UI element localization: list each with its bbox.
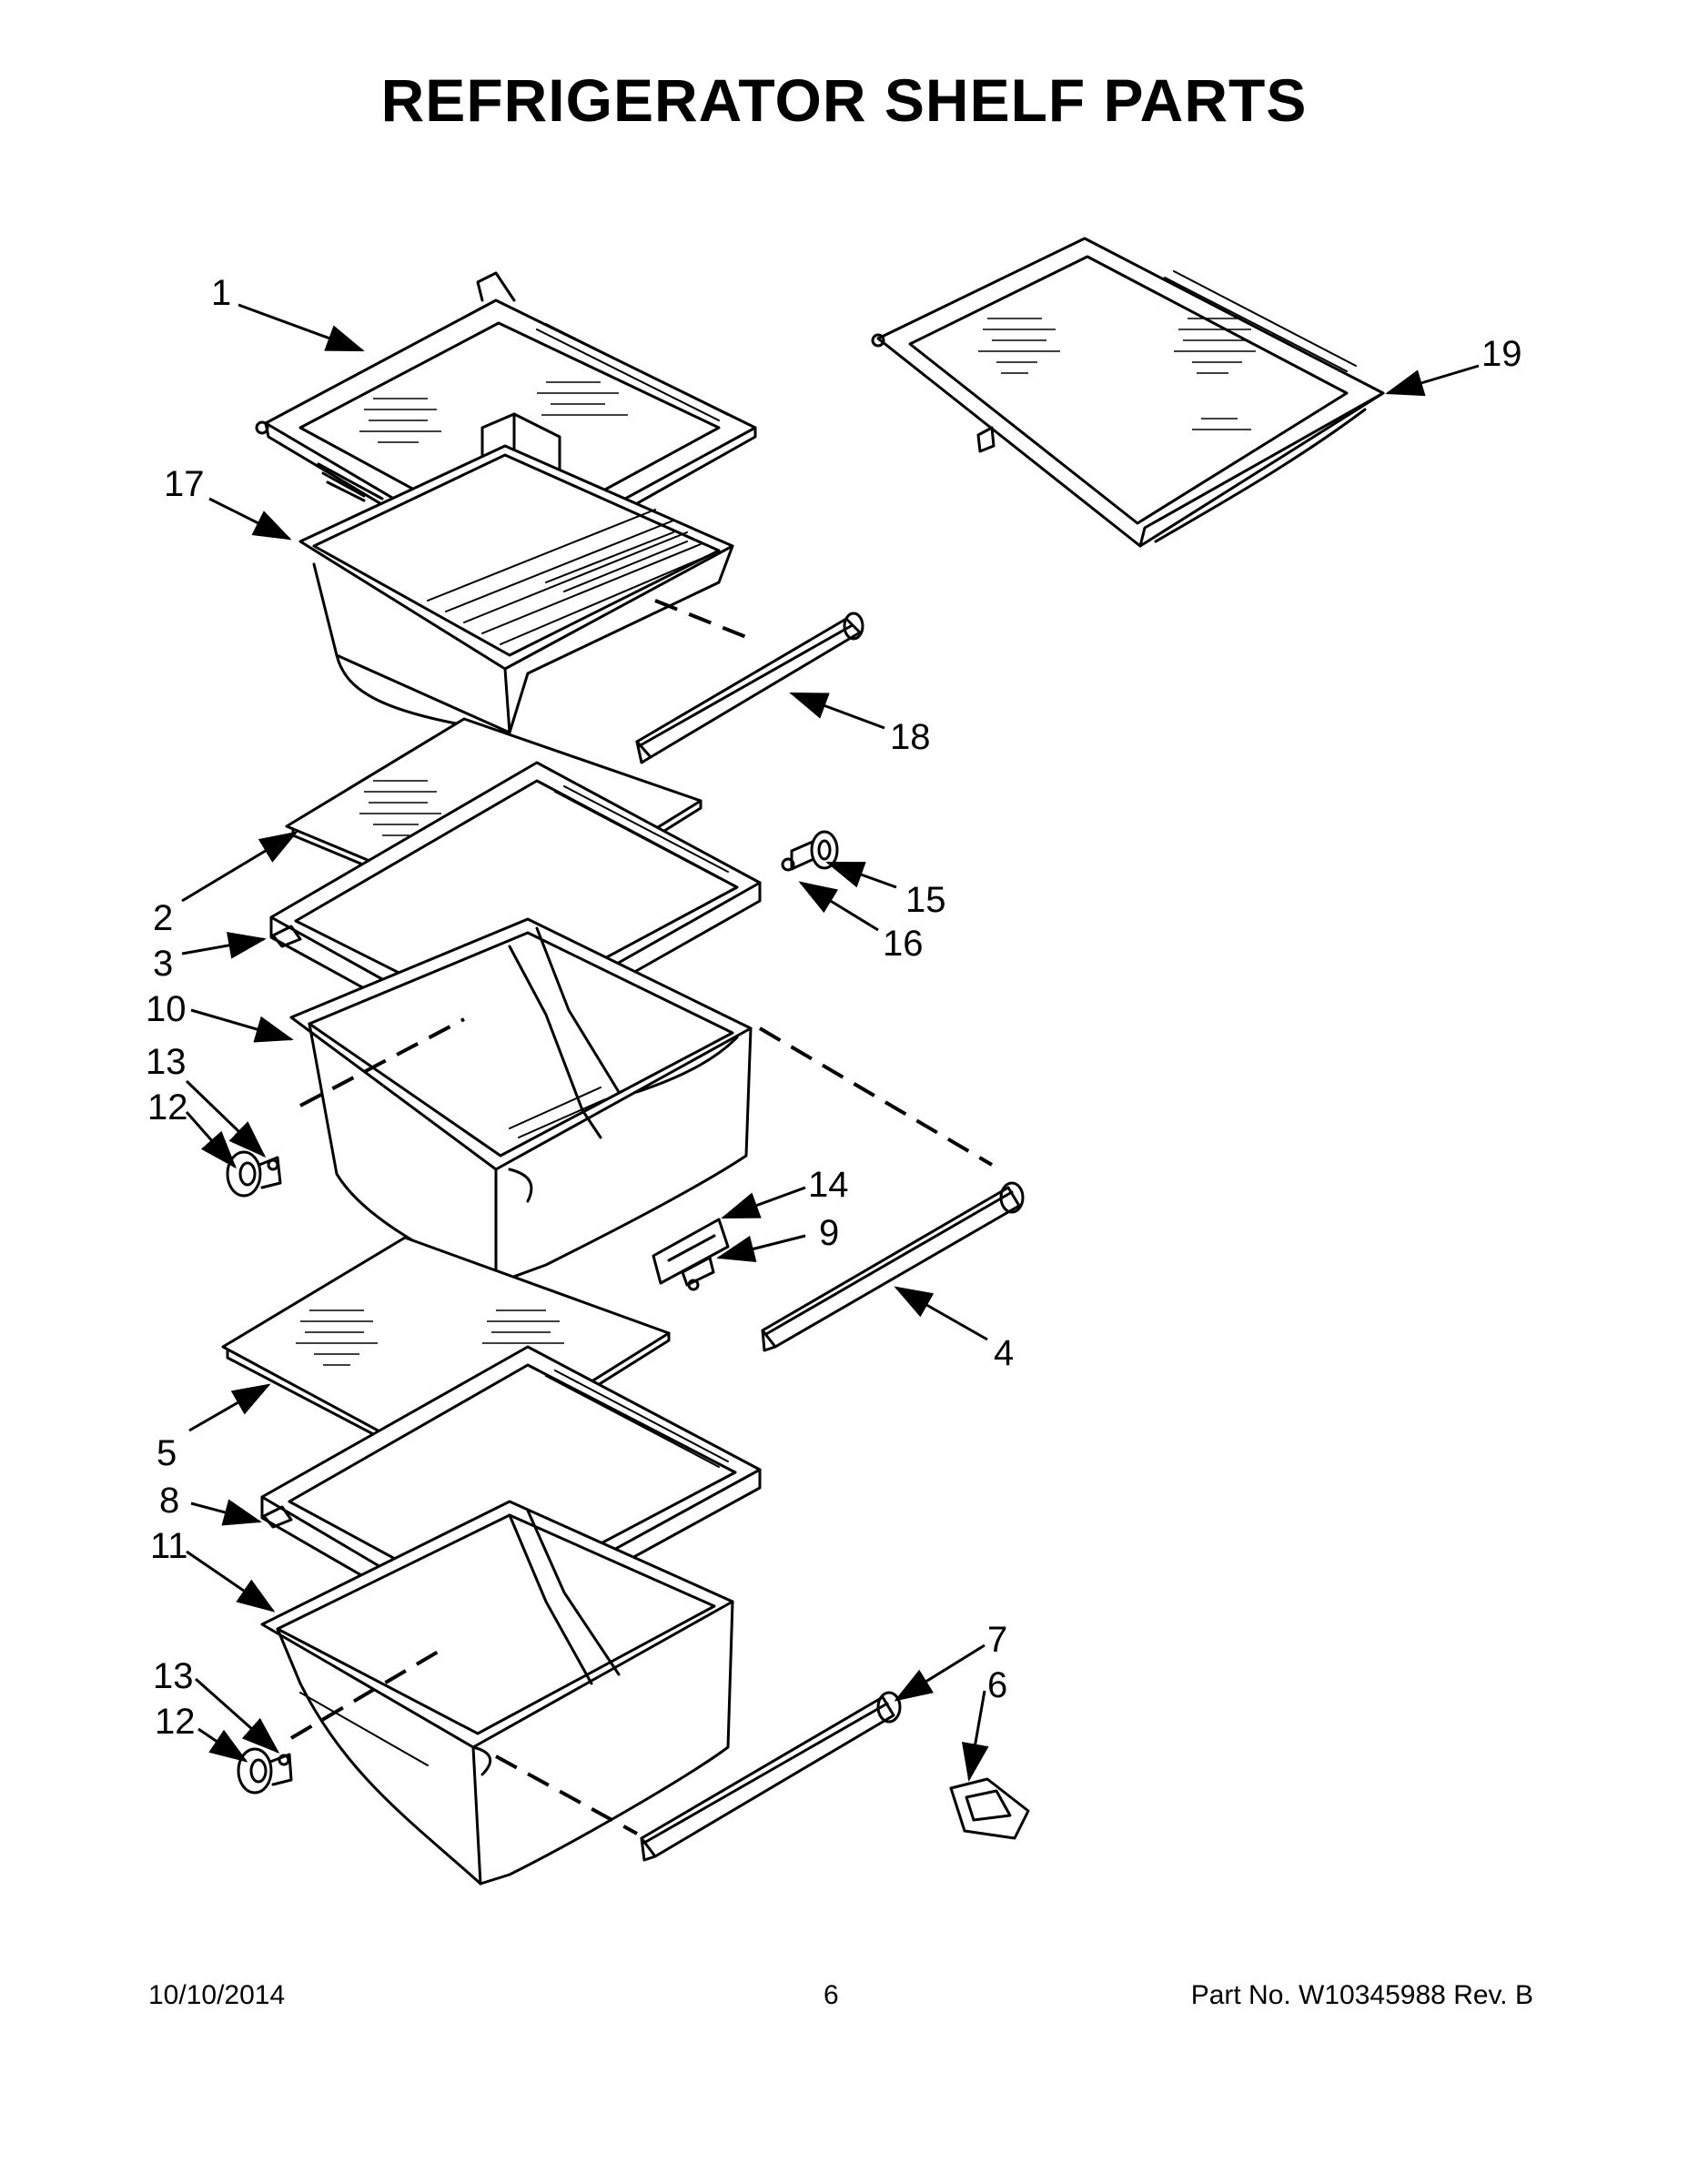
callout-16: 16	[883, 924, 924, 964]
callout-7: 7	[987, 1620, 1007, 1660]
part-14-9-bracket[interactable]	[652, 1218, 730, 1291]
callout-5: 5	[157, 1433, 177, 1473]
part-7-trim-strip[interactable]	[640, 1691, 902, 1862]
part-12-13-knob-lower[interactable]	[237, 1747, 293, 1795]
callout-12: 12	[147, 1087, 188, 1127]
callout-13: 13	[146, 1042, 187, 1082]
page-title: REFRIGERATOR SHELF PARTS	[380, 66, 1308, 134]
callout-14: 14	[808, 1165, 849, 1205]
part-19-glass-shelf[interactable]	[871, 237, 1385, 548]
callout-13-lower: 13	[153, 1656, 194, 1696]
callout-2: 2	[153, 898, 173, 938]
footer-page-number: 6	[824, 1980, 839, 2010]
callout-6: 6	[987, 1665, 1007, 1705]
leader-arrows	[181, 303, 1480, 1782]
part-10-crisper-drawer[interactable]	[289, 917, 994, 1285]
callout-15: 15	[905, 880, 946, 920]
callout-labels: 1 17 19 18 2 15 16 3 10 13 12 14 9 4 5 8…	[146, 273, 1522, 1742]
callout-18: 18	[890, 717, 931, 757]
callout-12-lower: 12	[155, 1702, 196, 1742]
callout-17: 17	[164, 464, 205, 504]
callout-9: 9	[819, 1213, 839, 1253]
part-12-13-knob-upper[interactable]	[226, 1150, 282, 1198]
part-15-16-stop[interactable]	[781, 830, 839, 872]
callout-19: 19	[1481, 334, 1522, 374]
part-17-crisper-drawer[interactable]	[298, 444, 747, 734]
part-11-crisper-drawer[interactable]	[260, 1500, 734, 1886]
footer-date: 10/10/2014	[148, 1980, 286, 2010]
footer-part-number: Part No. W10345988 Rev. B	[1190, 1980, 1533, 2010]
part-18-trim-strip[interactable]	[635, 612, 864, 764]
callout-8: 8	[159, 1481, 179, 1521]
callout-11: 11	[150, 1526, 188, 1566]
callout-1: 1	[211, 273, 231, 313]
part-4-trim-strip[interactable]	[761, 1181, 1025, 1352]
callout-3: 3	[153, 944, 173, 984]
callout-4: 4	[994, 1333, 1014, 1373]
callout-10: 10	[146, 989, 187, 1029]
part-6-clip[interactable]	[949, 1777, 1030, 1840]
